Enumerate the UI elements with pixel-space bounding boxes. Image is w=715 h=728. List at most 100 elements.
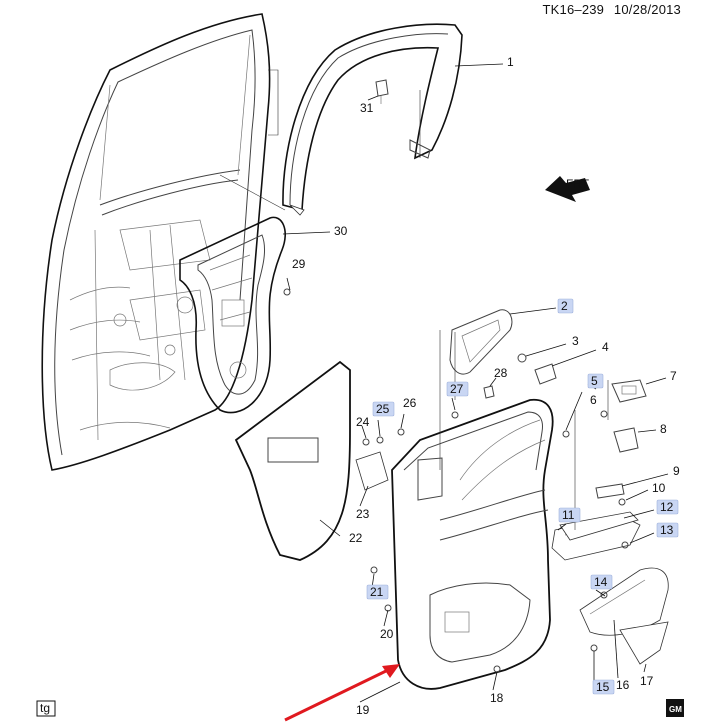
part-label-13: 13: [656, 522, 679, 538]
part-label-highlight: [656, 522, 679, 538]
part-label-9: 9: [673, 464, 680, 478]
part-label-19: 19: [356, 703, 370, 717]
part-number: 4: [602, 340, 609, 354]
part-label-5: 5: [587, 373, 604, 389]
part-number: 11: [562, 508, 575, 522]
part-number: 22: [349, 531, 363, 545]
screw-part-13: [621, 541, 629, 549]
part-number: 3: [572, 334, 579, 348]
part-number: 27: [450, 382, 464, 396]
screw-part-21: [370, 566, 378, 574]
part-label-highlight: [557, 298, 574, 314]
part-number: 17: [640, 674, 654, 688]
part-label-29: 29: [292, 257, 306, 271]
part-number: 8: [660, 422, 667, 436]
part-number: 7: [670, 369, 677, 383]
part-number: 18: [490, 691, 504, 705]
part-label-highlight: [446, 381, 469, 397]
part-number: 28: [494, 366, 508, 380]
part-label-highlight: [656, 499, 679, 515]
door-trim-panel-part-19: [391, 398, 554, 690]
bin-part-16: [579, 567, 669, 636]
part-label-21: 21: [366, 584, 389, 600]
inside-handle-part-2: [449, 309, 513, 375]
part-label-14: 14: [590, 574, 613, 590]
door-module-part-30: [179, 216, 286, 414]
screw-part-29: [283, 288, 291, 296]
part-label-highlight: [366, 584, 389, 600]
cover-part-4: [534, 363, 557, 385]
clip-part-6: [600, 410, 608, 418]
part-label-28: 28: [494, 366, 508, 380]
corner-tag: tg: [36, 700, 56, 717]
vapor-barrier-part-22: [234, 360, 351, 561]
part-number: 6: [590, 393, 597, 407]
gm-logo-text: GM: [669, 705, 682, 714]
leader-lines: [282, 63, 669, 703]
part-label-18: 18: [490, 691, 504, 705]
corner-tag-label: tg: [40, 701, 50, 715]
switch-part-7: [611, 379, 647, 403]
part-number: 19: [356, 703, 370, 717]
red-pointer-arrow: [284, 664, 400, 722]
clip-part-5: [562, 430, 570, 438]
part-label-31: 31: [360, 101, 374, 115]
part-label-6: 6: [590, 393, 597, 407]
part-label-15: 15: [592, 679, 615, 695]
bracket-part-23: [355, 451, 389, 491]
part-label-highlight: [372, 401, 395, 417]
part-number: 30: [334, 224, 348, 238]
part-label-20: 20: [380, 627, 394, 641]
part-number: 5: [591, 374, 598, 388]
bracket-part-12: [559, 511, 639, 541]
part-label-25: 25: [372, 401, 395, 417]
part-number: 9: [673, 464, 680, 478]
door-frame: [41, 13, 271, 471]
diagram-header: TK16–239 10/28/2013: [537, 2, 681, 17]
clip-part-28: [483, 385, 495, 399]
part-label-1: 1: [507, 55, 514, 69]
part-number: 15: [596, 680, 610, 694]
part-label-11: 11: [558, 507, 581, 523]
part-label-27: 27: [446, 381, 469, 397]
window-channel-part-1: [282, 23, 463, 216]
doc-date: 10/28/2013: [613, 2, 681, 17]
clip-part-24: [362, 438, 370, 446]
part-label-26: 26: [403, 396, 417, 410]
part-number: 31: [360, 101, 374, 115]
forward-label: FRT: [566, 177, 590, 191]
part-label-highlight: [590, 574, 613, 590]
clip-part-31: [375, 79, 389, 104]
screw-part-3: [517, 353, 527, 363]
part-label-24: 24: [356, 415, 370, 429]
part-number: 20: [380, 627, 394, 641]
part-label-8: 8: [660, 422, 667, 436]
screw-part-15: [590, 644, 598, 652]
part-number: 10: [652, 481, 666, 495]
screw-part-10: [618, 498, 626, 506]
part-number: 14: [594, 575, 608, 589]
part-label-highlight: [558, 507, 581, 523]
switch-part-8: [613, 427, 639, 453]
part-number: 12: [660, 500, 674, 514]
part-label-3: 3: [572, 334, 579, 348]
doc-id: TK16–239: [542, 2, 605, 17]
part-number: 23: [356, 507, 370, 521]
part-number: 21: [370, 585, 384, 599]
part-number: 16: [616, 678, 630, 692]
part-number: 24: [356, 415, 370, 429]
clip-part-25: [376, 436, 384, 444]
part-number: 2: [561, 299, 568, 313]
forward-arrow-icon: FRT: [545, 176, 590, 202]
clip-part-27: [451, 411, 459, 419]
pad-part-9: [595, 483, 625, 499]
part-number: 26: [403, 396, 417, 410]
part-label-22: 22: [349, 531, 363, 545]
part-label-30: 30: [334, 224, 348, 238]
part-number: 1: [507, 55, 514, 69]
clip-part-26: [397, 428, 405, 436]
gm-logo: GM: [666, 699, 684, 717]
screw-part-14: [600, 591, 608, 599]
part-label-16: 16: [616, 678, 630, 692]
